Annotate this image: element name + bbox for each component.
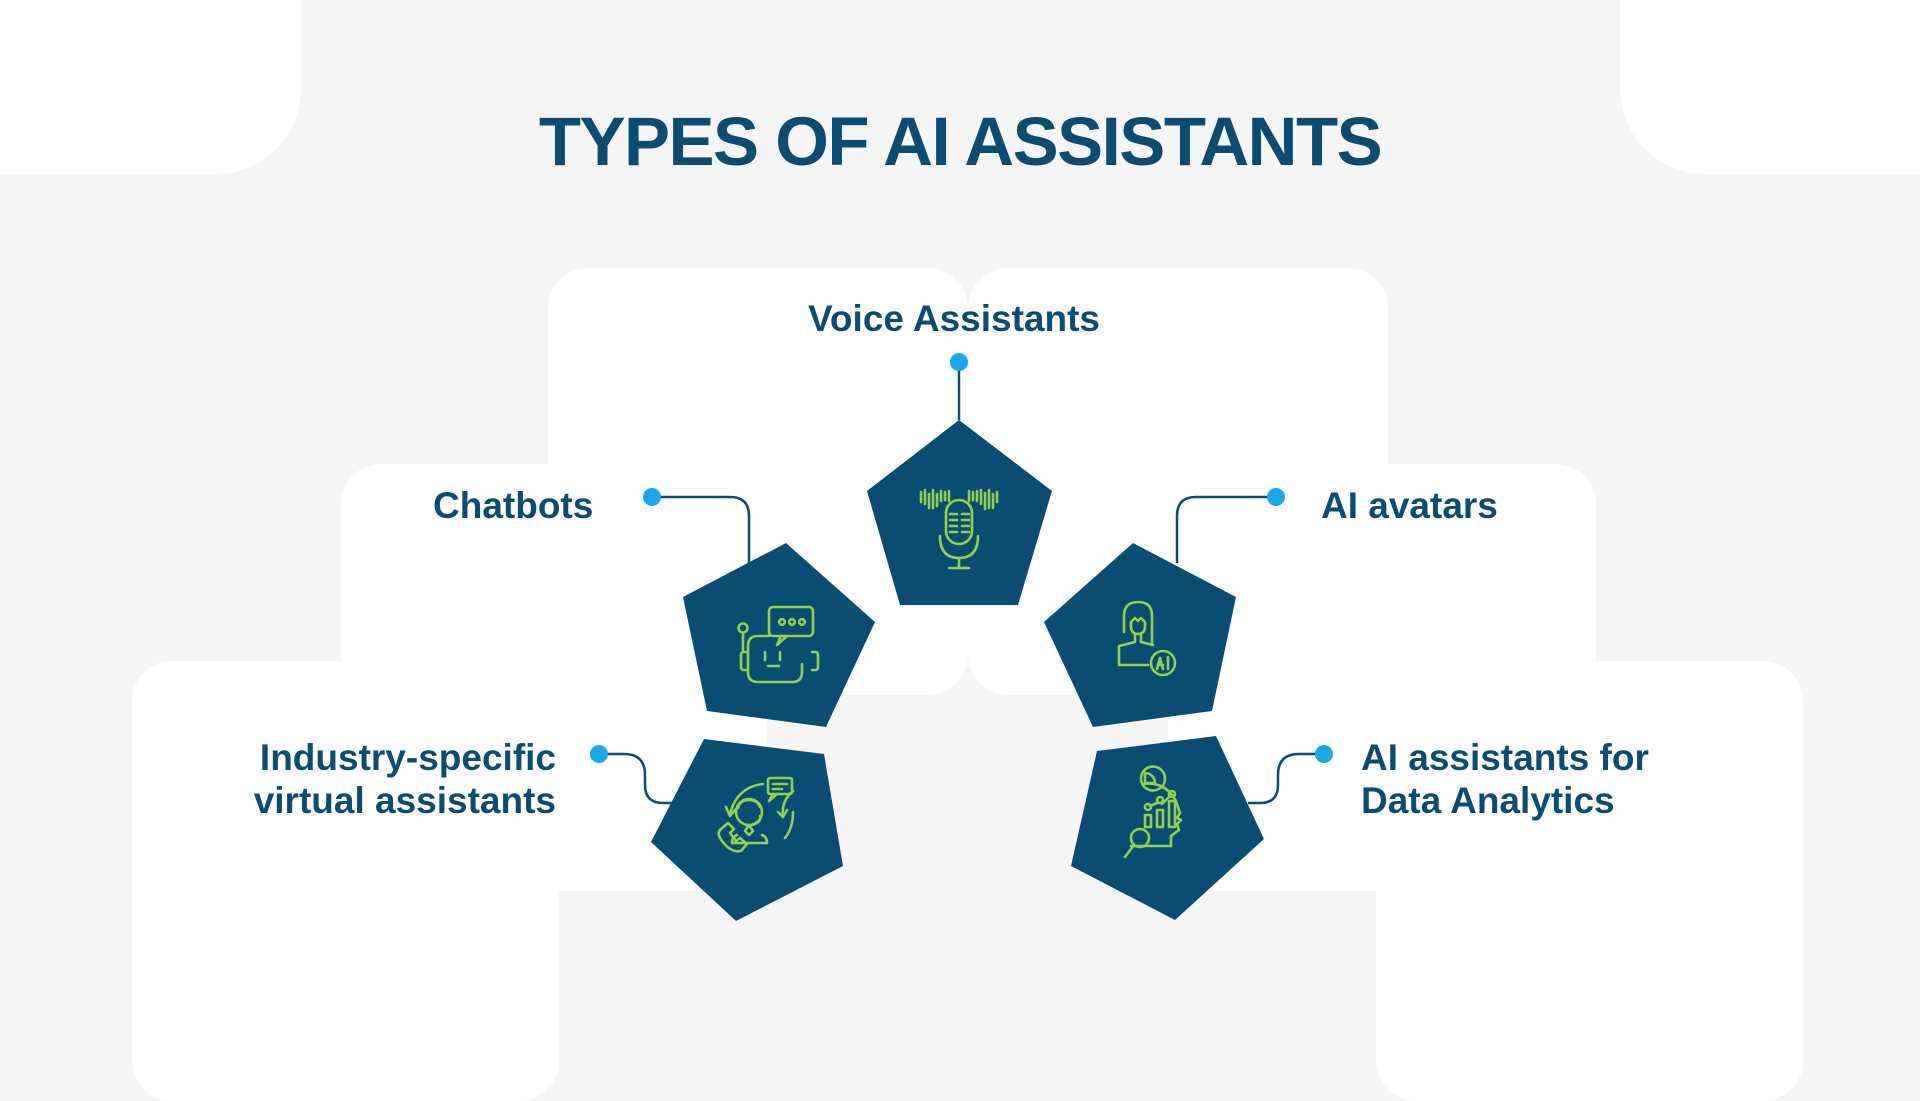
pentagon-data	[1071, 736, 1264, 920]
label-data-analytics-line2: Data Analytics	[1361, 780, 1615, 821]
dots	[590, 353, 1333, 763]
connector-avatars	[1175, 495, 1276, 563]
support-agent-phone-icon	[717, 776, 795, 853]
microphone-soundwave-icon	[919, 488, 999, 570]
card-bottom-right	[1376, 661, 1803, 1101]
head-analytics-icon	[1123, 765, 1183, 859]
dot-industry	[590, 745, 608, 763]
label-industry-line2: virtual assistants	[253, 780, 556, 821]
dot-voice	[950, 353, 968, 371]
corner-block-top-right	[1620, 0, 1920, 174]
label-data-analytics-line1: AI assistants for	[1361, 737, 1649, 778]
connector-industry	[599, 752, 675, 805]
dot-chatbots	[643, 488, 661, 506]
page-title: TYPES OF AI ASSISTANTS	[538, 103, 1383, 180]
connector-data	[1248, 752, 1324, 805]
ai-avatar-person-icon	[1117, 600, 1177, 677]
robot-chat-bubble-icon	[737, 605, 820, 684]
dot-data	[1315, 745, 1333, 763]
corner-block-top-left	[0, 0, 301, 174]
label-ai-avatars: AI avatars	[1321, 485, 1498, 526]
connectors	[599, 362, 1324, 805]
card-bottom-left	[132, 661, 559, 1101]
label-industry-line1: Industry-specific	[259, 737, 556, 778]
dot-avatars	[1267, 488, 1285, 506]
connector-chatbots	[652, 495, 751, 563]
label-chatbots: Chatbots	[433, 485, 594, 526]
label-voice-assistants: Voice Assistants	[808, 298, 1101, 339]
pentagon-voice	[867, 420, 1052, 605]
pentagons	[651, 420, 1264, 921]
